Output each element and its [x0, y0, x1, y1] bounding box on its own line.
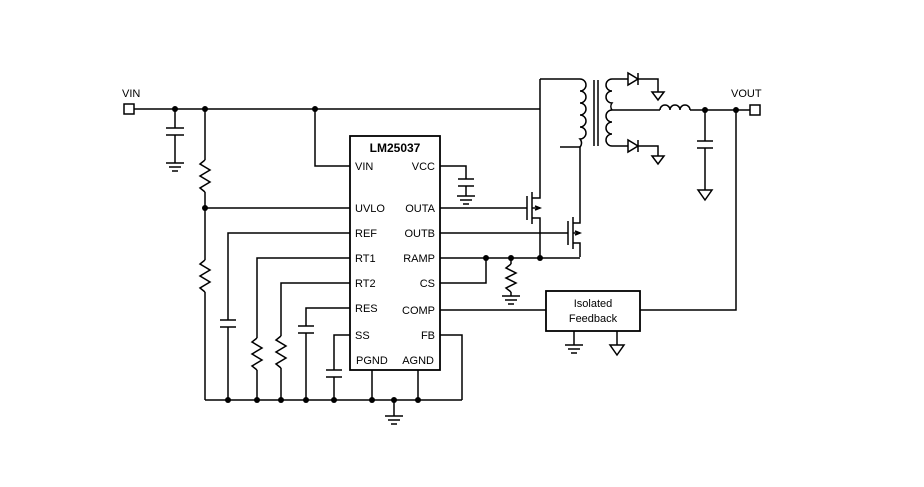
uvlo-bottom-resistor — [198, 259, 212, 293]
transformer-core — [593, 80, 599, 146]
pin-fb: FB — [421, 330, 435, 342]
pin-outa: OUTA — [405, 203, 435, 215]
pin-ss: SS — [355, 330, 370, 342]
ground-symbol — [502, 295, 520, 305]
junction — [331, 397, 337, 403]
feedback-label-line1: Isolated — [574, 298, 613, 310]
pin-uvlo: UVLO — [355, 203, 385, 215]
ground-symbol — [457, 195, 475, 205]
input-capacitor — [166, 109, 184, 172]
pin-agnd: AGND — [402, 355, 434, 367]
pin-pgnd: PGND — [356, 355, 388, 367]
cs-resistor — [504, 263, 518, 293]
output-capacitor — [697, 140, 713, 149]
junction — [278, 397, 284, 403]
ground-symbol — [650, 155, 666, 166]
ground-symbol — [565, 344, 583, 354]
isolated-feedback-block — [545, 290, 641, 332]
res-capacitor — [298, 325, 314, 334]
ground-symbol — [385, 415, 403, 425]
vin-port — [123, 103, 135, 115]
vcc-capacitor — [458, 178, 474, 187]
pin-outb: OUTB — [404, 228, 435, 240]
pin-rt1: RT1 — [355, 253, 376, 265]
diode-upper — [627, 71, 640, 87]
rt1-resistor — [250, 337, 264, 371]
ground-symbol — [696, 189, 714, 202]
ref-capacitor — [220, 319, 236, 328]
uvlo-top-resistor — [198, 159, 212, 193]
diode-lower — [627, 138, 640, 154]
vin-port-label: VIN — [122, 88, 140, 100]
ic-name: LM25037 — [370, 141, 421, 155]
pin-rt2: RT2 — [355, 278, 376, 290]
pin-res: RES — [355, 303, 378, 315]
vout-port — [749, 104, 761, 116]
mosfet-a — [526, 79, 541, 257]
transformer-primary — [578, 78, 587, 148]
vout-port-label: VOUT — [731, 88, 762, 100]
rt2-resistor — [274, 335, 288, 369]
ground-symbol — [608, 344, 626, 357]
pin-vin: VIN — [355, 161, 373, 173]
junction — [537, 255, 543, 261]
pin-vcc: VCC — [412, 161, 435, 173]
pin-ref: REF — [355, 228, 377, 240]
ground-symbol — [650, 91, 666, 102]
ss-capacitor — [326, 369, 342, 378]
junction — [254, 397, 260, 403]
transformer-secondary — [605, 78, 614, 147]
mosfet-b — [567, 147, 581, 257]
junction — [303, 397, 309, 403]
lm25037-ic — [349, 135, 441, 371]
pin-comp: COMP — [402, 305, 435, 317]
pin-ramp: RAMP — [403, 253, 435, 265]
pin-cs: CS — [420, 278, 435, 290]
feedback-label-line2: Feedback — [569, 313, 618, 325]
ground-symbol — [166, 162, 184, 172]
junction — [225, 397, 231, 403]
output-inductor — [659, 104, 691, 111]
